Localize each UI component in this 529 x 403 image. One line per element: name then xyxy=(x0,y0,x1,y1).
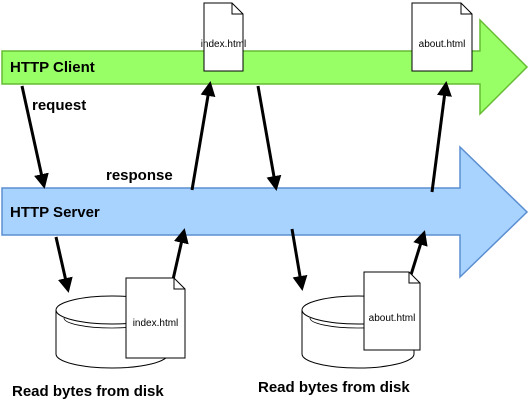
document-label-client-about: about.html xyxy=(419,39,466,50)
document-icon-client-about: about.html xyxy=(411,2,473,72)
document-label-disk-about: about.html xyxy=(369,313,416,324)
arrow-client-to-server-about xyxy=(256,85,282,191)
server-lane-label: HTTP Server xyxy=(10,204,100,221)
document-icon-disk-index: index.html xyxy=(125,277,186,359)
client-lane-arrow xyxy=(1,18,529,116)
arrow-disk-left-to-server xyxy=(170,228,189,285)
arrow-server-to-disk-left xyxy=(54,236,73,293)
disk-caption-right: Read bytes from disk xyxy=(258,379,410,396)
document-icon-disk-about: about.html xyxy=(363,271,421,351)
arrow-server-to-disk-right xyxy=(290,228,308,291)
document-icon-client-index: index.html xyxy=(201,2,247,72)
arrow-request-to-server xyxy=(20,85,49,189)
arrow-disk-right-to-server xyxy=(408,230,428,279)
document-label-client-index: index.html xyxy=(201,39,247,50)
arrow-response-about-to-client xyxy=(430,81,452,193)
request-label: request xyxy=(32,97,86,114)
arrow-response-index-to-client xyxy=(190,81,216,191)
disk-caption-left: Read bytes from disk xyxy=(12,383,164,400)
document-label-disk-index: index.html xyxy=(133,318,179,329)
server-lane-arrow xyxy=(1,145,529,279)
response-label: response xyxy=(106,167,173,184)
client-lane-label: HTTP Client xyxy=(10,59,95,76)
